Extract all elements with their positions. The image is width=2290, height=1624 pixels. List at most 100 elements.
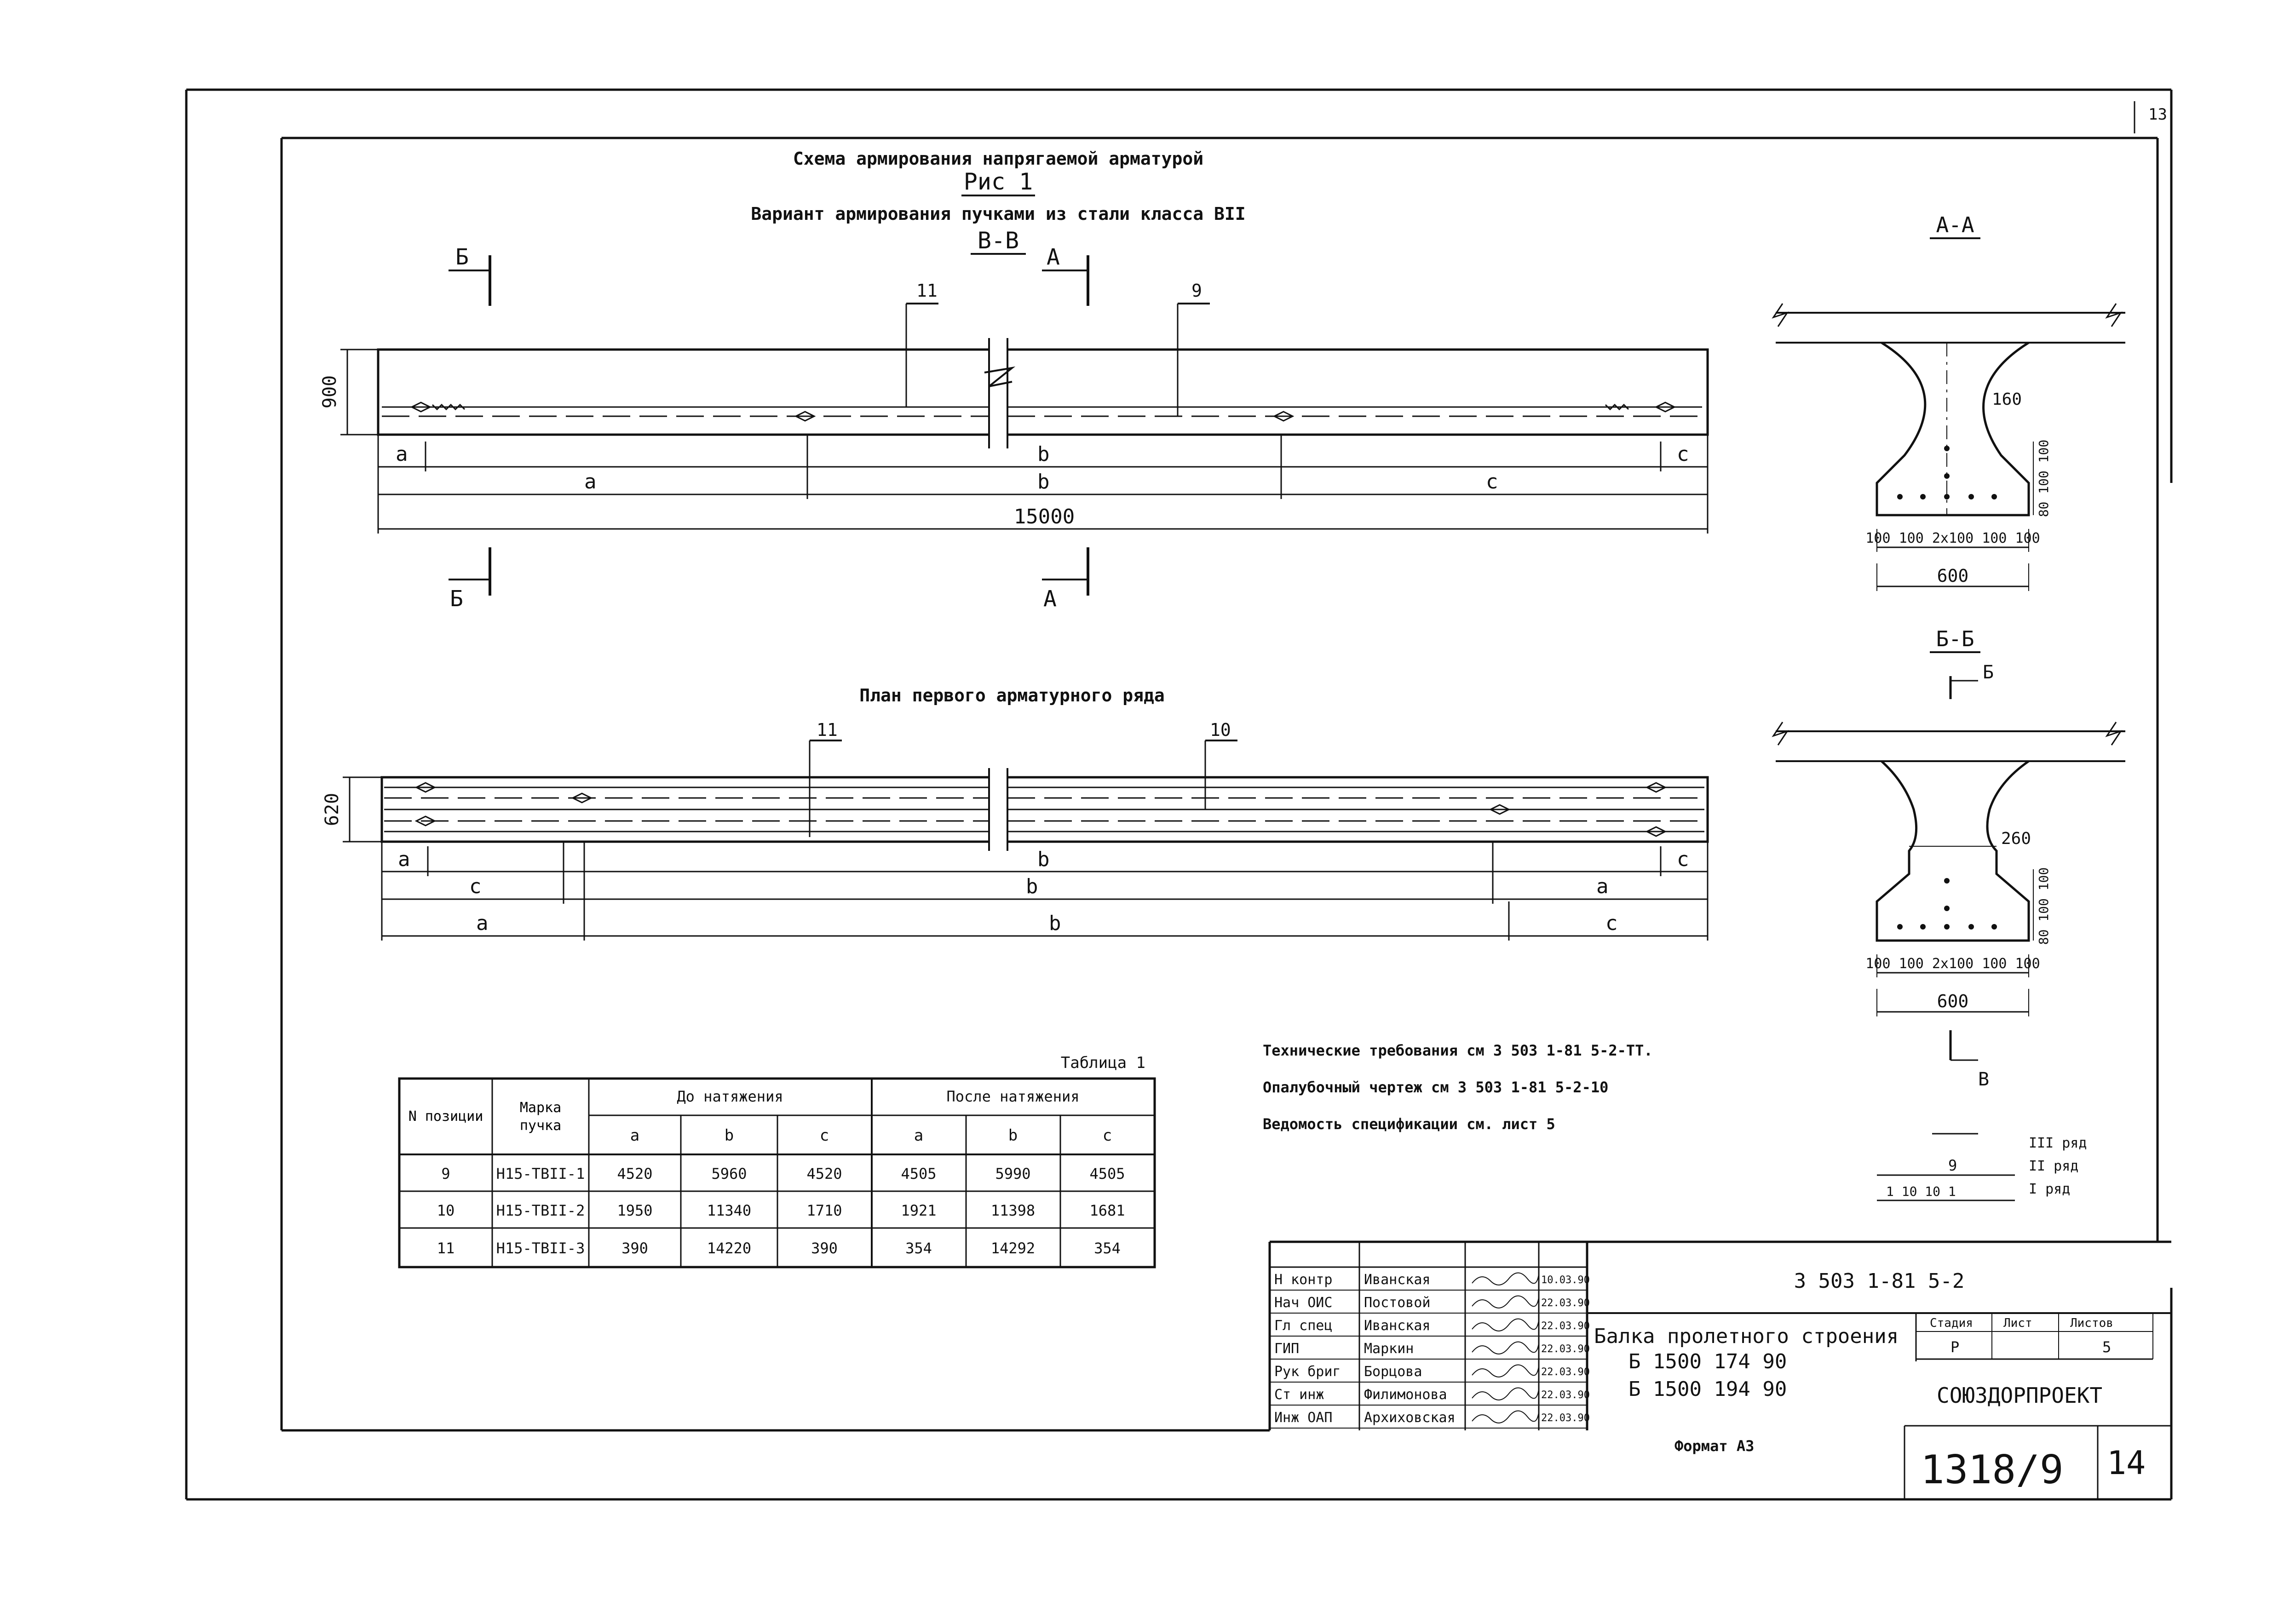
section-aa: А-А 160 80 100 100 100 100 2x100 100 100… <box>1772 212 2125 591</box>
signer-name: Борцова <box>1364 1364 1422 1380</box>
plan-dim-a-row2: a <box>1596 875 1609 898</box>
dim-a-row2: a <box>584 470 597 494</box>
signer-role: Гл спец <box>1274 1318 1332 1334</box>
row-value: 14220 <box>707 1240 751 1257</box>
plan-dim-c-row2: c <box>469 875 482 898</box>
outer-border <box>185 88 2173 1501</box>
signer-role: Инж ОАП <box>1274 1410 1332 1426</box>
dim-b-row2: b <box>1037 470 1050 494</box>
signer-role: ГИП <box>1274 1341 1299 1357</box>
row-value: 4505 <box>901 1165 936 1182</box>
plan-view: План первого арматурного ряда 11 10 620 <box>322 685 1709 941</box>
row-position: 11 <box>437 1240 455 1257</box>
plan-dim-c-row3: c <box>1605 912 1618 935</box>
signature-mark <box>1472 1341 1539 1354</box>
plan-dim-a-row3: a <box>476 912 489 935</box>
plan-pos-11: 11 <box>817 720 838 740</box>
row-mark: Н15-ТВII-2 <box>496 1202 585 1219</box>
row-value: 1710 <box>806 1202 842 1219</box>
legend-row-2: II ряд <box>2029 1158 2078 1174</box>
row-value: 4520 <box>617 1165 652 1182</box>
legend-bottom-dims: 1 10 10 1 <box>1886 1184 1956 1199</box>
page-number: 14 <box>2107 1444 2146 1482</box>
cut-mark-a-bottom: А <box>1043 586 1057 612</box>
section-bb: Б-Б Б 260 80 100 100 100 100 2x100 100 1… <box>1772 626 2125 1090</box>
section-bb-width: 600 <box>1937 991 1969 1011</box>
cut-mark-b-bottom: Б <box>450 586 463 612</box>
row-value: 4505 <box>1089 1165 1125 1182</box>
row-value: 1921 <box>901 1202 936 1219</box>
group-after-tension: После натяжения <box>947 1088 1080 1105</box>
album-number: 1318/9 <box>1921 1447 2064 1493</box>
legend-top-dim: 9 <box>1948 1157 1957 1174</box>
organization: СОЮЗДОРПРОЕКТ <box>1937 1383 2102 1408</box>
format-label: Формат А3 <box>1674 1437 1754 1455</box>
plan-dim-c-row1: c <box>1677 848 1689 871</box>
section-bb-bottom-dims: 100 100 2x100 100 100 <box>1865 956 2040 972</box>
dim-c-row1: c <box>1677 442 1689 466</box>
dim-c-row2: c <box>1486 470 1498 494</box>
signer-name: Филимонова <box>1364 1387 1447 1403</box>
plan-title: План первого арматурного ряда <box>859 685 1164 706</box>
sheets-label: Листов <box>2070 1316 2113 1330</box>
table-subheader: a <box>630 1126 639 1145</box>
signer-row: Ст инж Филимонова 22.03.90 <box>1274 1387 1590 1403</box>
section-bb-label: Б-Б <box>1936 626 1974 651</box>
plan-pos-10: 10 <box>1210 720 1231 740</box>
object-title: Балка пролетного строения <box>1594 1325 1899 1348</box>
doc-code: 3 503 1-81 5-2 <box>1794 1269 1965 1293</box>
signer-name: Постовой <box>1364 1295 1431 1311</box>
signer-role: Нач ОИС <box>1274 1295 1332 1311</box>
row-value: 4520 <box>806 1165 842 1182</box>
section-aa-width: 600 <box>1937 566 1969 586</box>
cut-mark-a-top: А <box>1047 244 1060 270</box>
object-line-2: Б 1500 194 90 <box>1628 1377 1787 1401</box>
note-1: Технические требования см 3 503 1-81 5-2… <box>1263 1042 1653 1059</box>
section-aa-vdims: 80 100 100 <box>2036 440 2051 517</box>
row-value: 390 <box>811 1240 838 1257</box>
signer-role: Ст инж <box>1274 1387 1324 1403</box>
row-value: 354 <box>905 1240 932 1257</box>
note-3: Ведомость спецификации см. лист 5 <box>1263 1115 1555 1133</box>
section-bb-web: 260 <box>2001 829 2031 848</box>
signature-mark <box>1472 1318 1539 1331</box>
stage-label: Стадия <box>1930 1316 1973 1330</box>
row-value: 1950 <box>617 1202 652 1219</box>
signature-mark <box>1472 1272 1539 1285</box>
section-aa-label: А-А <box>1936 212 1974 237</box>
scheme-title: Схема армирования напрягаемой арматурой <box>793 149 1203 169</box>
signer-date: 22.03.90 <box>1541 1412 1590 1424</box>
table-subheader: b <box>1008 1126 1018 1145</box>
legend-row-1: I ряд <box>2029 1181 2070 1197</box>
signature-mark <box>1472 1364 1539 1377</box>
section-bb-cut-mark: Б <box>1983 662 1994 683</box>
sheet-label: Лист <box>2003 1316 2032 1330</box>
signature-mark <box>1472 1410 1539 1423</box>
signer-date: 22.03.90 <box>1541 1389 1590 1401</box>
dim-b-row1: b <box>1037 442 1050 466</box>
corner-number: 13 <box>2148 105 2167 124</box>
row-value: 1681 <box>1089 1202 1125 1219</box>
technical-notes: Технические требования см 3 503 1-81 5-2… <box>1263 1042 1653 1133</box>
col-header-position: N позиции <box>408 1108 483 1125</box>
signer-name: Иванская <box>1364 1318 1431 1334</box>
inner-frame <box>280 137 2159 1432</box>
row-value: 5990 <box>995 1165 1030 1182</box>
sheets-value: 5 <box>2102 1338 2111 1356</box>
table-caption: Таблица 1 <box>1061 1054 1145 1072</box>
variant-title: Вариант армирования пучками из стали кла… <box>751 204 1245 224</box>
section-bb-vdims: 80 100 100 <box>2036 867 2051 945</box>
legend-row-3: III ряд <box>2029 1135 2087 1151</box>
signer-name: Архиховская <box>1364 1410 1456 1426</box>
row-value: 390 <box>621 1240 648 1257</box>
plan-dim-b-row2: b <box>1026 875 1038 898</box>
col-header-mark: Марка пучка <box>519 1099 562 1134</box>
row-mark: Н15-ТВII-1 <box>496 1165 585 1182</box>
